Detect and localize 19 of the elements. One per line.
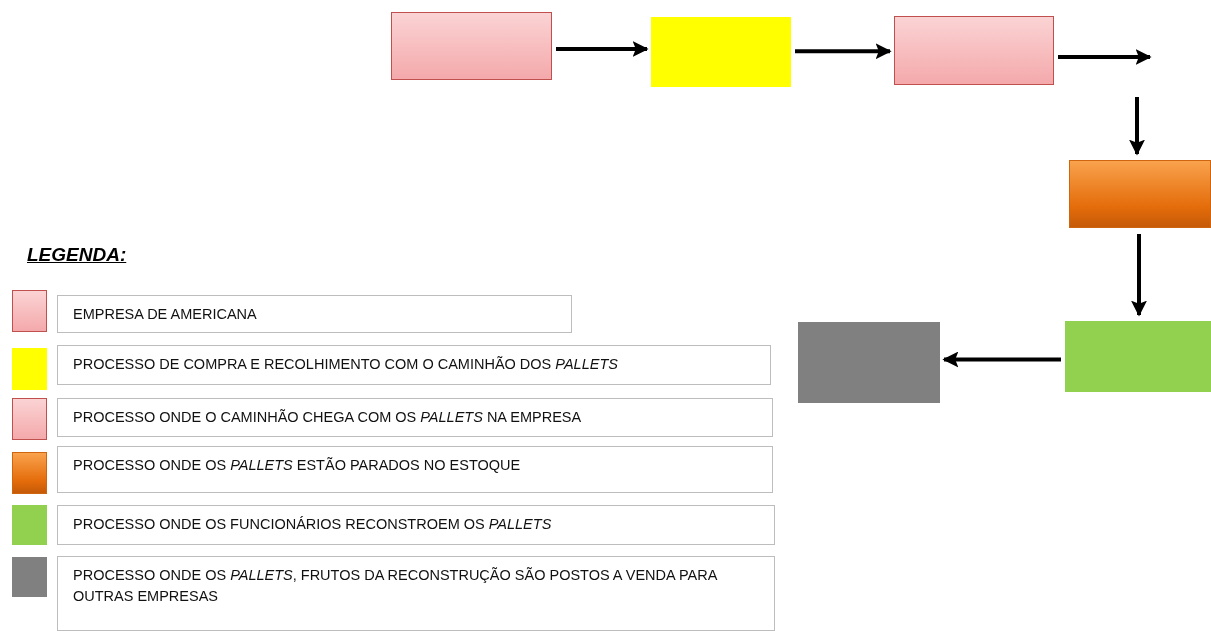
process-box	[1069, 160, 1211, 228]
legend-heading: LEGENDA:	[27, 244, 127, 266]
process-box	[894, 16, 1054, 85]
legend-text: PROCESSO DE COMPRA E RECOLHIMENTO COM O CAMINHÃO DOS PALLETS	[57, 345, 771, 385]
process-box	[1065, 321, 1211, 392]
legend-text: PROCESSO ONDE OS PALLETS ESTÃO PARADOS NO ESTOQUE	[57, 446, 773, 493]
process-box	[391, 12, 552, 80]
arrow	[1131, 234, 1147, 317]
arrow	[795, 43, 892, 60]
legend-text: PROCESSO ONDE O CAMINHÃO CHEGA COM OS PALLETS NA EMPRESA	[57, 398, 773, 437]
process-box	[798, 322, 940, 403]
legend-text: PROCESSO ONDE OS FUNCIONÁRIOS RECONSTROEM OS PALLETS	[57, 505, 775, 545]
arrow	[556, 41, 649, 57]
legend-text: PROCESSO ONDE OS PALLETS, FRUTOS DA RECONSTRUÇÃO SÃO POSTOS A VENDA PARA OUTRAS EMPRESAS	[57, 556, 775, 631]
arrow	[942, 351, 1061, 368]
arrow	[1058, 49, 1152, 65]
process-box	[651, 17, 791, 87]
arrow	[1129, 97, 1145, 156]
legend-text: EMPRESA DE AMERICANA	[57, 295, 572, 333]
